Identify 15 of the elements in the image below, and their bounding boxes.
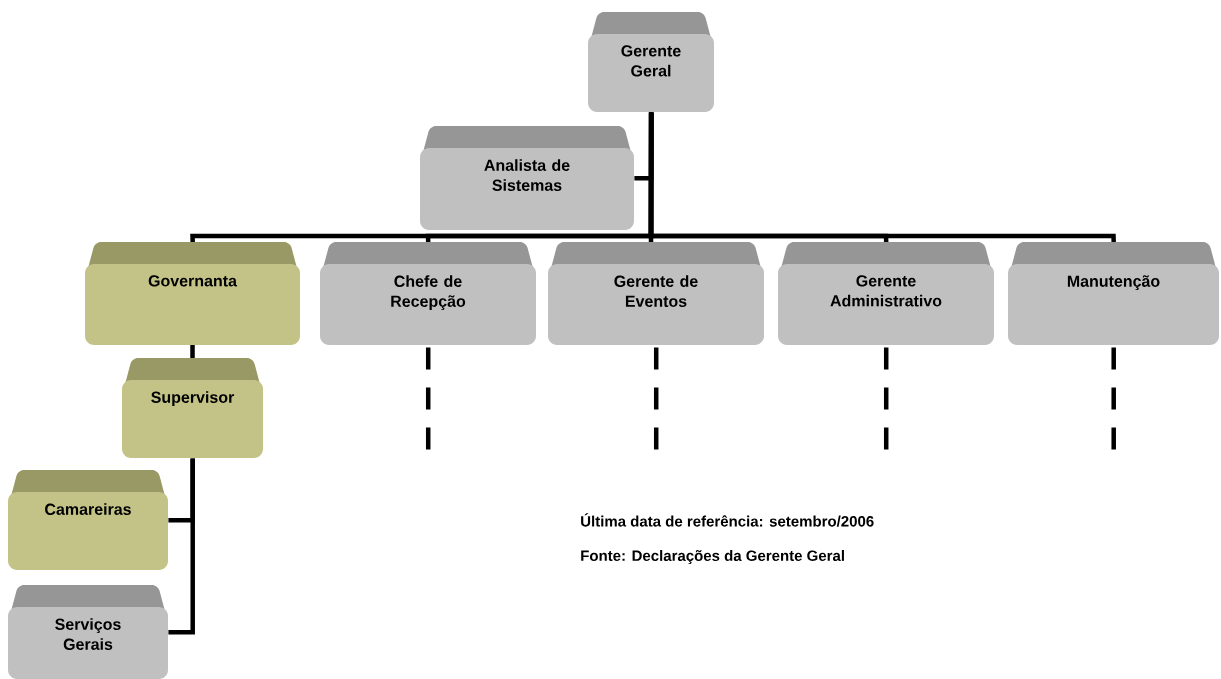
connector-line xyxy=(190,345,195,358)
connector-line xyxy=(168,458,195,635)
org-box: Analista de Sistemas xyxy=(420,126,634,230)
org-box: Supervisor xyxy=(122,358,263,458)
org-box: Chefe de Recepção xyxy=(320,242,536,345)
org-box: Serviços Gerais xyxy=(8,585,168,679)
org-box: Governanta xyxy=(85,242,300,345)
connector-line xyxy=(648,112,1116,243)
org-box: Manutenção xyxy=(1008,242,1219,345)
org-box: Camareiras xyxy=(8,470,168,570)
note-text: Fonte: Declarações da Gerente Geral xyxy=(581,550,844,564)
org-box: Gerente Geral xyxy=(588,12,714,112)
org-box: Gerente de Eventos xyxy=(548,242,764,345)
note-text: Última data de referência: setembro/2006 xyxy=(581,513,874,527)
org-box: Gerente Administrativo xyxy=(778,242,994,345)
